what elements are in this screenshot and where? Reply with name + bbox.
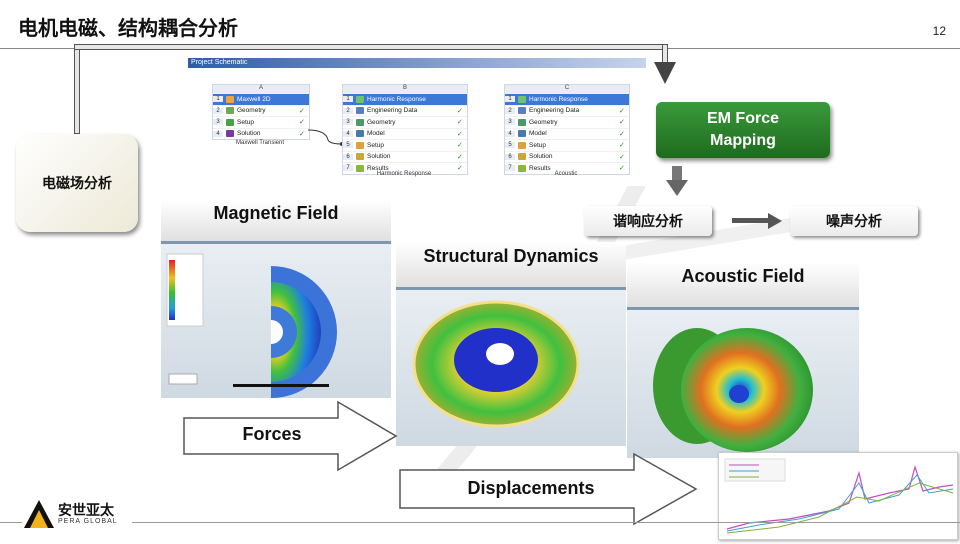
structural-dynamics-panel: Structural Dynamics <box>396 242 626 446</box>
system-caption: Maxwell Transient <box>235 140 285 146</box>
acoustic-field-image <box>627 310 859 458</box>
check-icon: ✓ <box>457 165 463 173</box>
em-force-line2: Mapping <box>710 132 776 149</box>
system-letter: C <box>505 85 629 93</box>
check-icon: ✓ <box>299 119 305 127</box>
system-caption: Acoustic <box>554 171 578 177</box>
system-letter: A <box>213 85 309 93</box>
connector-pipe-horizontal <box>74 44 668 50</box>
setup-icon <box>226 118 234 126</box>
forces-arrow-shape <box>183 400 398 472</box>
right-arrow-icon <box>732 213 782 229</box>
acoustic-field-panel: Acoustic Field <box>627 262 859 458</box>
model-icon <box>356 130 364 138</box>
forces-label: Forces <box>242 424 302 444</box>
down-arrow-icon <box>654 62 676 84</box>
check-icon: ✓ <box>619 165 625 173</box>
check-icon: ✓ <box>619 119 625 127</box>
check-icon: ✓ <box>619 153 625 161</box>
em-force-mapping-box[interactable]: EM Force Mapping <box>656 102 830 158</box>
magnetic-field-panel: Magnetic Field <box>161 200 391 398</box>
slide-title: 电机电磁、结构耦合分析 <box>18 18 238 40</box>
geometry-icon <box>356 118 364 126</box>
check-icon: ✓ <box>299 130 305 138</box>
geometry-icon <box>226 107 234 115</box>
schematic-header: Project Schematic <box>188 58 646 68</box>
check-icon: ✓ <box>457 107 463 115</box>
geometry-icon <box>518 118 526 126</box>
logo-name-cn: 安世亚太 <box>58 502 114 518</box>
system-letter: B <box>343 85 467 93</box>
results-icon <box>518 164 526 172</box>
em-field-analysis-box[interactable]: 电磁场分析 <box>16 134 138 232</box>
company-logo: 安世亚太 PERA GLOBAL <box>22 496 132 532</box>
page-number: 12 <box>932 24 946 38</box>
magnetic-field-image <box>161 244 391 398</box>
logo-name-en: PERA GLOBAL <box>58 518 118 525</box>
check-icon: ✓ <box>299 107 305 115</box>
panel-title: Acoustic Field <box>627 262 859 310</box>
engineering-data-icon <box>356 107 364 115</box>
panel-title: Magnetic Field <box>161 200 391 244</box>
system-caption: Harmonic Response <box>376 171 432 177</box>
down-arrow-icon <box>666 166 688 196</box>
displacements-label: Displacements <box>467 478 595 498</box>
check-icon: ✓ <box>457 142 463 150</box>
check-icon: ✓ <box>619 142 625 150</box>
displacements-arrow-shape <box>399 452 698 526</box>
solution-icon <box>226 130 234 138</box>
solution-icon <box>518 153 526 161</box>
harmonic-icon <box>356 95 364 103</box>
logo-mark-icon <box>24 500 54 528</box>
check-icon: ✓ <box>457 153 463 161</box>
setup-icon <box>356 141 364 149</box>
panel-title: Structural Dynamics <box>396 242 626 290</box>
model-icon <box>518 130 526 138</box>
engineering-data-icon <box>518 107 526 115</box>
check-icon: ✓ <box>619 130 625 138</box>
connector-pipe-vertical <box>74 46 80 134</box>
check-icon: ✓ <box>619 107 625 115</box>
em-force-line1: EM Force <box>706 110 779 127</box>
schematic-link <box>307 129 344 146</box>
check-icon: ✓ <box>457 130 463 138</box>
check-icon: ✓ <box>457 119 463 127</box>
maxwell-icon <box>226 95 234 103</box>
setup-icon <box>518 141 526 149</box>
harmonic-response-box[interactable]: 谐响应分析 <box>584 206 712 236</box>
harmonic-icon <box>518 95 526 103</box>
noise-analysis-box[interactable]: 噪声分析 <box>790 206 918 236</box>
structural-dynamics-image <box>396 290 626 446</box>
solution-icon <box>356 153 364 161</box>
footer-divider <box>0 522 960 523</box>
results-icon <box>356 164 364 172</box>
noise-response-plot <box>718 452 958 540</box>
